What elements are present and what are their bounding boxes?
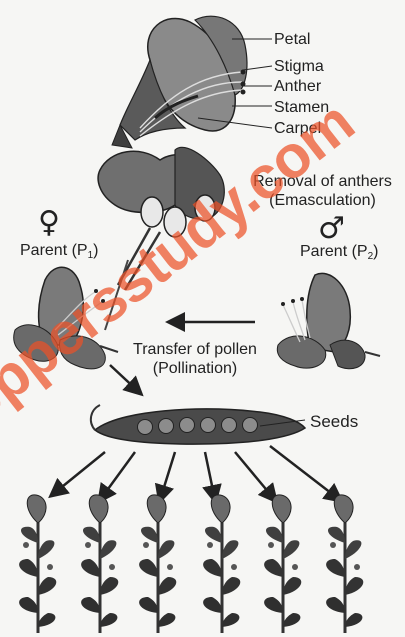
label-pollination: (Pollination) bbox=[120, 360, 270, 377]
flower-cross-section bbox=[112, 16, 247, 148]
offspring-arrows bbox=[52, 446, 340, 500]
male-symbol: ♂ bbox=[318, 214, 345, 244]
female-symbol: ♀ bbox=[38, 208, 60, 238]
parent2-flower bbox=[277, 273, 380, 368]
label-seeds: Seeds bbox=[310, 413, 358, 430]
label-parent-2: Parent (P2) bbox=[300, 243, 378, 265]
offspring-plants bbox=[19, 495, 363, 633]
label-petal: Petal bbox=[274, 31, 310, 48]
label-stigma: Stigma bbox=[274, 58, 324, 75]
pea-pod bbox=[91, 405, 305, 444]
label-anther: Anther bbox=[274, 78, 321, 95]
label-parent-1: Parent (P1) bbox=[20, 242, 98, 264]
label-transfer-of-pollen: Transfer of pollen bbox=[120, 341, 270, 358]
